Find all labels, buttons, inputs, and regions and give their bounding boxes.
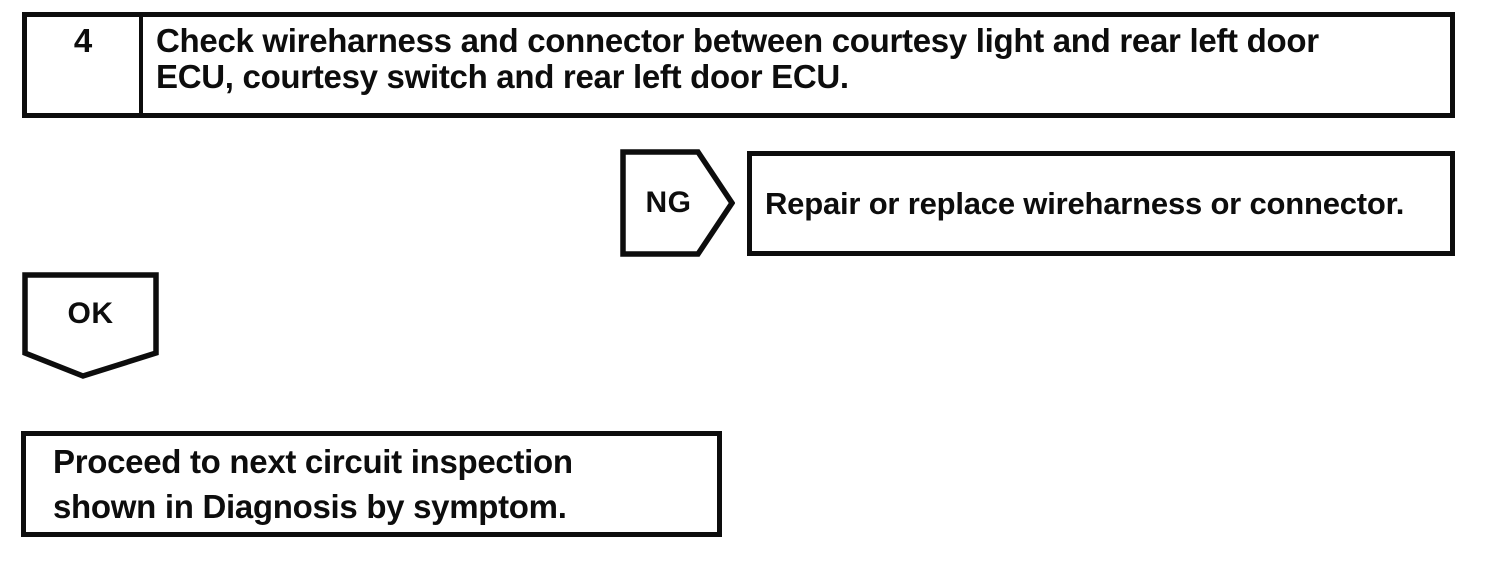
step-instruction: Check wireharness and connector between … <box>143 17 1450 113</box>
ng-action-text: Repair or replace wireharness or connect… <box>765 185 1405 221</box>
ok-action-line: Proceed to next circuit inspection <box>53 443 573 480</box>
ok-action-line: shown in Diagnosis by symptom. <box>53 488 567 525</box>
ok-label: OK <box>67 296 114 330</box>
step-number-cell: 4 <box>27 17 143 113</box>
ok-action-box: Proceed to next circuit inspection shown… <box>21 431 722 537</box>
step-instruction-line: Check wireharness and connector between … <box>156 22 1319 59</box>
ok-arrow-icon <box>22 272 159 379</box>
ng-label: NG <box>645 186 692 219</box>
step-box: 4 Check wireharness and connector betwee… <box>22 12 1455 118</box>
ok-branch-connector: OK <box>22 272 159 379</box>
step-instruction-line: ECU, courtesy switch and rear left door … <box>156 58 849 95</box>
ng-action-box: Repair or replace wireharness or connect… <box>747 151 1455 256</box>
ng-branch-connector: NG <box>620 149 735 257</box>
step-number: 4 <box>73 22 93 59</box>
ng-arrow-icon <box>620 149 735 257</box>
